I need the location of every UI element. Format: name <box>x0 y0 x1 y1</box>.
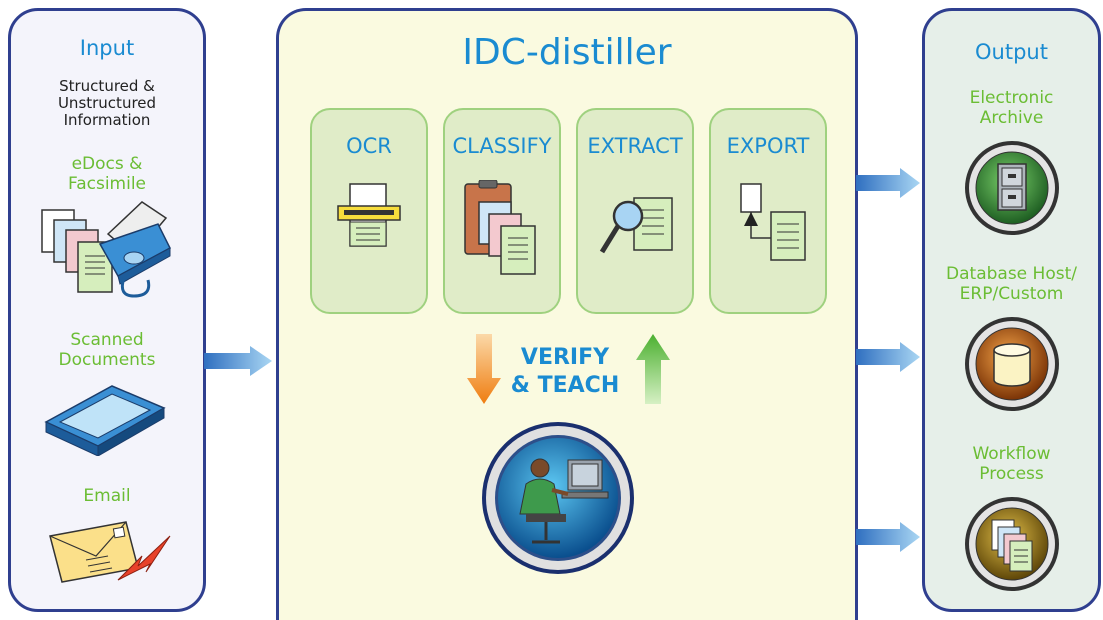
email-envelope-icon <box>49 521 171 583</box>
input-subtitle-line: Unstructured <box>57 94 157 112</box>
main-to-database-arrow <box>856 342 920 372</box>
edocs-label-line: eDocs & <box>71 154 143 174</box>
verify-teach-line: VERIFY <box>520 345 610 370</box>
edocs-label-line: Facsimile <box>67 174 147 194</box>
stage-classify: CLASSIFY <box>443 108 561 314</box>
main-title: IDC-distiller <box>462 32 672 73</box>
document-stack-icon <box>965 497 1059 591</box>
output-label-line: Archive <box>979 108 1044 128</box>
operator-workstation-icon <box>482 422 634 574</box>
input-subtitle: Structured & Unstructured Information <box>8 78 206 129</box>
input-subtitle-line: Information <box>63 111 151 129</box>
scanner-icon <box>44 385 166 456</box>
output-label-line: ERP/Custom <box>959 284 1064 304</box>
verify-up-arrow <box>636 334 670 404</box>
verify-teach-line: & TEACH <box>510 373 620 398</box>
output-database-label: Database Host/ ERP/Custom <box>922 264 1101 304</box>
main-to-archive-arrow <box>856 168 920 198</box>
export-document-icon <box>740 183 806 261</box>
stage-export: EXPORT <box>709 108 827 314</box>
output-label-line: Process <box>979 464 1044 484</box>
input-subtitle-line: Structured & <box>59 77 155 95</box>
verify-down-arrow <box>467 334 501 404</box>
magnifier-document-icon <box>599 197 673 254</box>
file-cabinet-icon <box>965 141 1059 235</box>
output-label-line: Electronic <box>969 88 1054 108</box>
stage-label: EXTRACT <box>587 134 683 158</box>
input-title: Input <box>79 36 135 60</box>
ocr-scanner-icon <box>337 183 401 247</box>
edocs-fax-icon <box>41 201 171 298</box>
stage-label: EXPORT <box>726 134 810 158</box>
scanned-label: Scanned Documents <box>8 330 206 370</box>
scanned-label-line: Documents <box>58 350 156 370</box>
main-to-workflow-arrow <box>856 522 920 552</box>
stage-label: OCR <box>346 134 392 158</box>
edocs-label: eDocs & Facsimile <box>8 154 206 194</box>
verify-teach-label: VERIFY & TEACH <box>500 344 630 400</box>
email-label: Email <box>83 486 131 506</box>
scanned-label-line: Scanned <box>70 330 144 350</box>
output-label-line: Workflow <box>972 444 1051 464</box>
clipboard-documents-icon <box>464 180 536 275</box>
database-cylinder-icon <box>965 317 1059 411</box>
output-archive-label: Electronic Archive <box>922 88 1101 128</box>
output-label-line: Database Host/ <box>946 264 1077 284</box>
output-title: Output <box>975 40 1048 64</box>
input-panel <box>8 8 206 612</box>
output-workflow-label: Workflow Process <box>922 444 1101 484</box>
stage-ocr: OCR <box>310 108 428 314</box>
input-to-main-arrow <box>204 346 272 376</box>
stage-label: CLASSIFY <box>452 134 552 158</box>
stage-extract: EXTRACT <box>576 108 694 314</box>
